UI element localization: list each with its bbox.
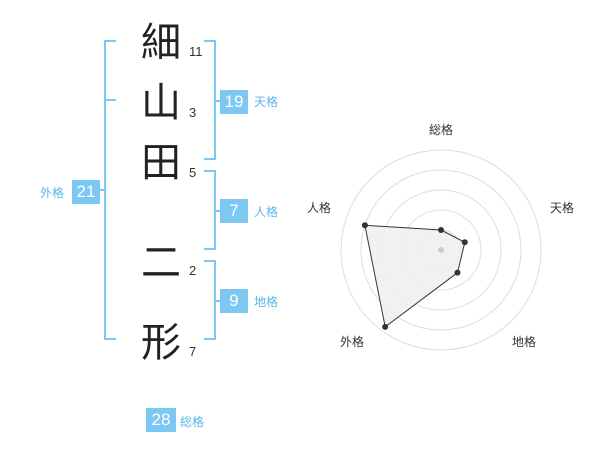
radar-axis-label-soukaku: 総格 [429, 122, 453, 137]
stroke-count-5: 7 [189, 344, 197, 359]
radar-point-3 [454, 269, 461, 276]
gaikaku-label: 外格 [40, 186, 65, 200]
radar-axis-label-chikaku: 地格 [512, 334, 536, 349]
stroke-count-2: 3 [189, 105, 197, 120]
gaikaku-bracket-tick [98, 189, 106, 191]
stroke-count-4: 2 [189, 263, 197, 278]
radar-point-2 [461, 239, 468, 246]
jinkaku-bracket-tick [214, 210, 222, 212]
name-character-3: 田 [141, 140, 181, 186]
stroke-count-1: 11 [189, 44, 203, 59]
stroke-count-3: 5 [189, 165, 197, 180]
radar-ring [360, 169, 522, 331]
radar-point-1 [438, 227, 444, 233]
jinkaku-value-badge: 7 [220, 199, 248, 223]
gaikaku-bracket-tick-upper [104, 99, 116, 101]
tenkaku-label: 天格 [254, 95, 279, 109]
soukaku-value-badge: 28 [146, 408, 176, 432]
radar-axis-label-gaikaku: 外格 [340, 334, 364, 349]
soukaku-label: 総格 [180, 415, 205, 429]
radar-ring [340, 149, 542, 351]
radar-axis-label-tenkaku: 天格 [550, 200, 574, 215]
tenkaku-value-badge: 19 [220, 90, 248, 114]
radar-data-polygon [364, 224, 466, 328]
jinkaku-label: 人格 [254, 205, 279, 219]
radar-center-dot [438, 247, 444, 253]
radar-point-4 [382, 323, 389, 330]
name-character-5: 形 [141, 320, 181, 366]
tenkaku-bracket-tick [214, 100, 222, 102]
radar-points [361, 222, 468, 330]
radar-axis-label-jinkaku: 人格 [307, 200, 331, 215]
gaikaku-value-badge: 21 [72, 180, 100, 204]
radar-point-5 [361, 222, 368, 229]
chikaku-value-badge: 9 [220, 289, 248, 313]
name-character-4: 二 [141, 240, 181, 286]
name-character-1: 細 [141, 20, 181, 66]
chikaku-label: 地格 [254, 295, 279, 309]
name-character-2: 山 [141, 80, 181, 126]
chikaku-bracket-tick [214, 300, 222, 302]
